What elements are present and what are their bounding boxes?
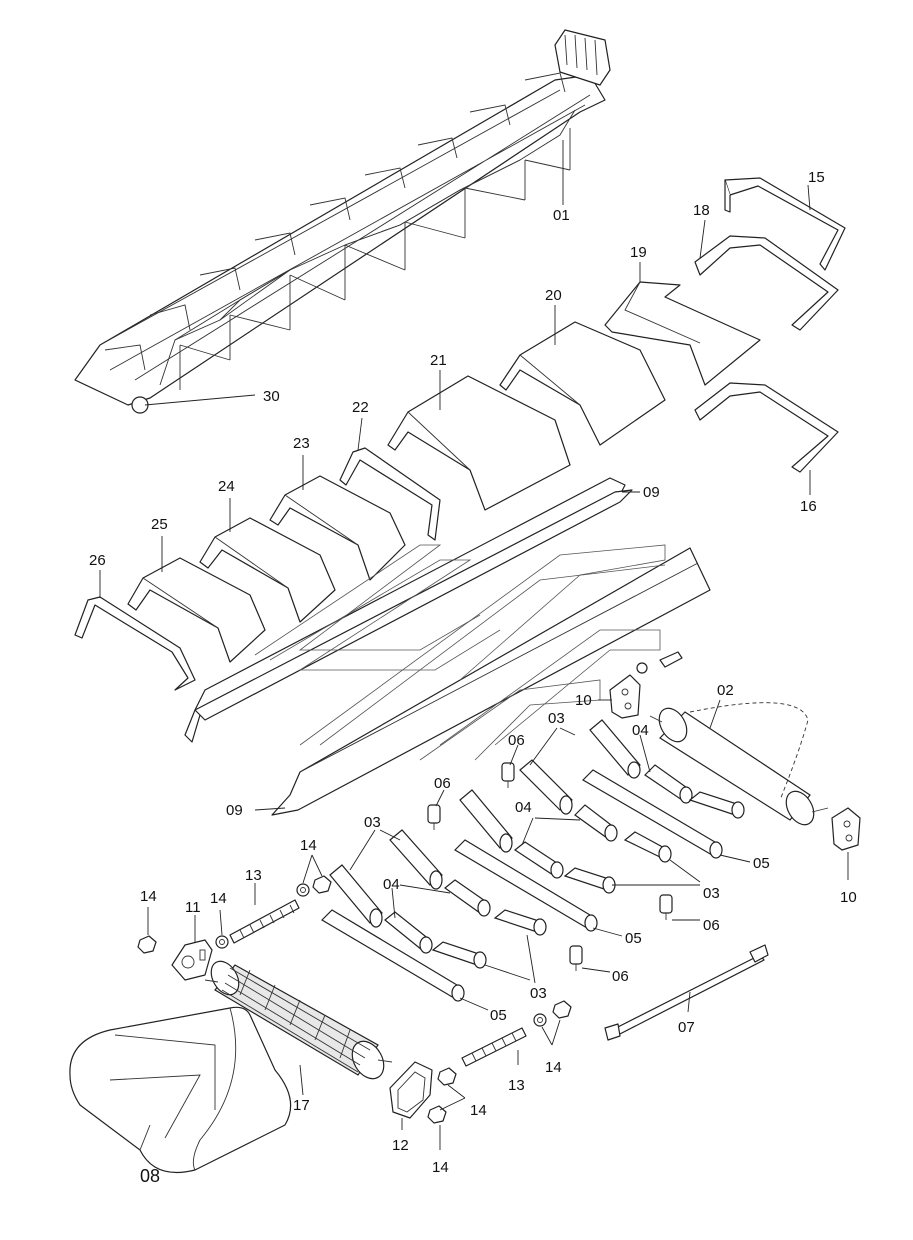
- drive-drum: [649, 702, 829, 826]
- label-08: 08: [140, 1166, 160, 1186]
- label-05-b: 05: [625, 930, 642, 947]
- label-25: 25: [151, 516, 168, 533]
- cover-23: [269, 475, 406, 581]
- label-19: 19: [630, 244, 647, 261]
- label-06-b: 06: [434, 775, 451, 792]
- conveyor-frame: [74, 29, 611, 414]
- label-01: 01: [553, 207, 570, 224]
- label-05-c: 05: [490, 1007, 507, 1024]
- bracket-15: [724, 177, 846, 271]
- label-04-b: 04: [515, 799, 532, 816]
- mount-plate-10-top: [609, 674, 641, 719]
- label-23: 23: [293, 435, 310, 452]
- bearing-housing-12: [389, 1061, 433, 1119]
- bearing-block-11: [171, 939, 213, 981]
- roller-medium: [329, 759, 573, 928]
- label-03-c: 03: [364, 814, 381, 831]
- rollers: [321, 719, 745, 1002]
- label-06-a: 06: [508, 732, 525, 749]
- label-30: 30: [263, 388, 280, 405]
- label-04-a: 04: [632, 722, 649, 739]
- nuts: [137, 875, 572, 1124]
- threaded-rod-upper: [229, 899, 300, 944]
- label-09-upper: 09: [643, 484, 660, 501]
- label-13-lower: 13: [508, 1077, 525, 1094]
- label-14-e: 14: [470, 1102, 487, 1119]
- label-10-bottom: 10: [840, 889, 857, 906]
- threaded-rod-lower: [461, 1027, 527, 1067]
- label-03-a: 03: [548, 710, 565, 727]
- label-14-a: 14: [140, 888, 157, 905]
- mount-plate-10-bottom: [831, 807, 861, 851]
- cover-22: [339, 447, 441, 541]
- label-03-d: 03: [530, 985, 547, 1002]
- label-13-upper: 13: [245, 867, 262, 884]
- bolt-top: [636, 651, 683, 674]
- bracket-18: [694, 235, 839, 331]
- label-14-b: 14: [210, 890, 227, 907]
- label-11: 11: [185, 899, 201, 916]
- roller-short: [384, 719, 745, 969]
- stud: [427, 762, 673, 971]
- cover-26: [74, 596, 196, 691]
- label-10-top: 10: [575, 692, 592, 709]
- roller-long: [321, 769, 723, 1002]
- side-rail-lower: [271, 547, 711, 816]
- cover-19: [604, 281, 761, 386]
- label-26: 26: [89, 552, 106, 569]
- label-04-c: 04: [383, 876, 400, 893]
- tension-rod: [604, 944, 769, 1041]
- label-20: 20: [545, 287, 562, 304]
- cover-25: [127, 557, 266, 663]
- label-14-f: 14: [432, 1159, 449, 1176]
- label-21: 21: [430, 352, 447, 369]
- bracket-16: [694, 382, 839, 473]
- label-09-lower: 09: [226, 802, 243, 819]
- label-22: 22: [352, 399, 369, 416]
- label-17: 17: [293, 1097, 310, 1114]
- label-18: 18: [693, 202, 710, 219]
- label-12: 12: [392, 1137, 409, 1154]
- cover-24: [199, 517, 336, 623]
- label-06-d: 06: [612, 968, 629, 985]
- cover-20: [499, 321, 666, 446]
- label-02: 02: [717, 682, 734, 699]
- label-15: 15: [808, 169, 825, 186]
- label-03-b: 03: [703, 885, 720, 902]
- label-05-a: 05: [753, 855, 770, 872]
- side-rail-upper: [184, 477, 633, 743]
- label-07: 07: [678, 1019, 695, 1036]
- label-16: 16: [800, 498, 817, 515]
- assembly-guide-lines: [254, 544, 666, 761]
- label-14-c: 14: [300, 837, 317, 854]
- label-14-d: 14: [545, 1059, 562, 1076]
- label-06-c: 06: [703, 917, 720, 934]
- cover-21: [387, 375, 571, 511]
- label-24: 24: [218, 478, 235, 495]
- conveyor-belt: [69, 1006, 292, 1174]
- mesh-drum: [204, 960, 393, 1080]
